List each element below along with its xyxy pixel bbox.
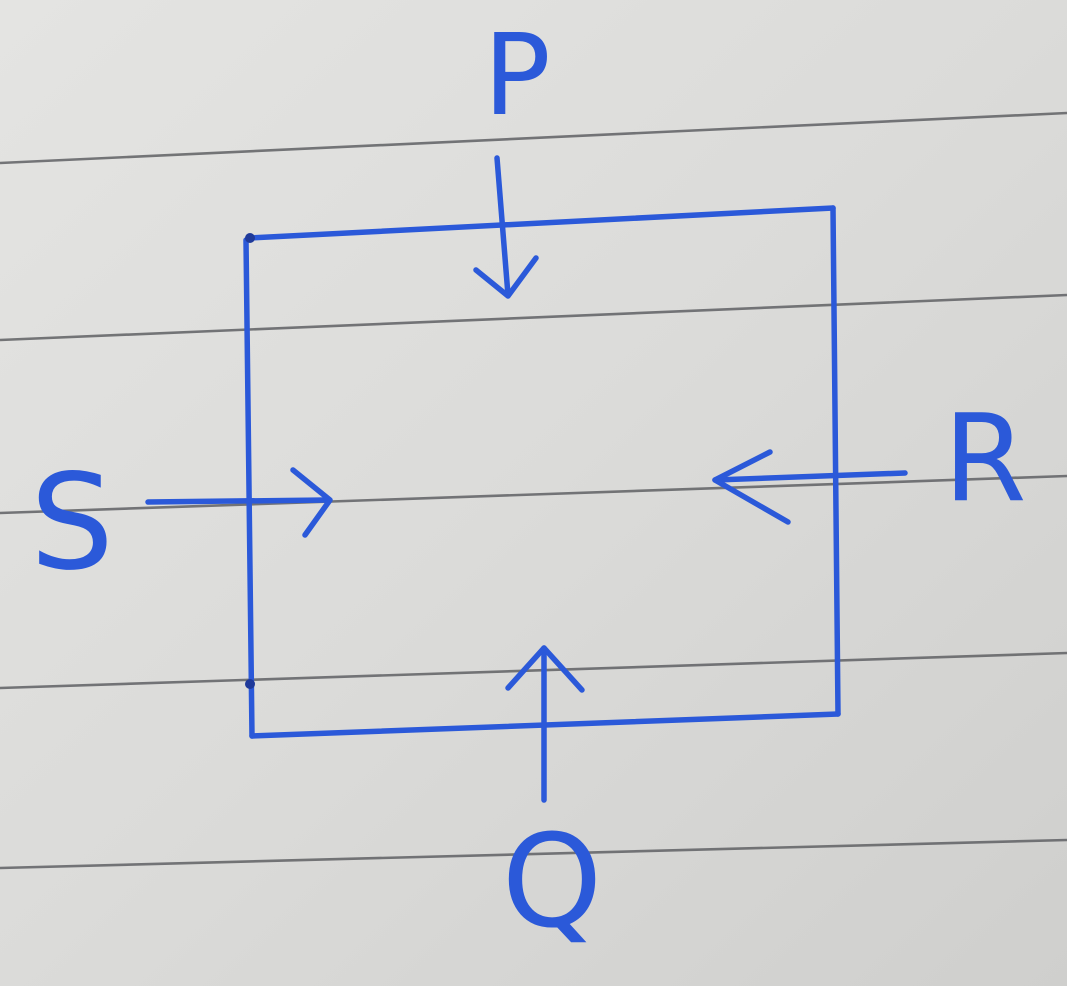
arrow-p-down <box>473 155 539 299</box>
arrow-r-left <box>712 449 908 525</box>
ruled-line <box>0 838 1067 870</box>
arrow-q-up <box>505 645 585 803</box>
force-arrows <box>145 155 908 803</box>
ruled-line <box>0 474 1067 515</box>
arrow-r-shaft <box>712 470 908 483</box>
force-labels: P Q R S <box>30 11 1027 957</box>
ruled-line <box>0 111 1067 165</box>
square-right-edge <box>830 205 841 717</box>
label-q: Q <box>502 808 603 957</box>
square-top-edge <box>247 205 836 241</box>
square-left-edge <box>243 237 255 739</box>
arrow-p-shaft <box>494 155 511 298</box>
ruled-line <box>0 293 1067 342</box>
square-outline <box>243 205 841 739</box>
corner-dot <box>245 679 255 689</box>
arrow-s-right <box>145 467 333 538</box>
arrow-p-head <box>473 255 539 299</box>
arrow-s-shaft <box>145 497 331 505</box>
ruled-lines <box>0 111 1067 870</box>
label-r: R <box>943 390 1026 529</box>
ruled-line <box>0 651 1067 690</box>
arrow-r-head <box>712 449 791 525</box>
corner-dot <box>245 233 255 243</box>
arrow-q-head <box>505 645 585 693</box>
label-p: P <box>483 11 551 141</box>
corner-marks <box>245 233 255 689</box>
arrow-s-head <box>290 467 333 538</box>
label-s: S <box>30 446 114 600</box>
